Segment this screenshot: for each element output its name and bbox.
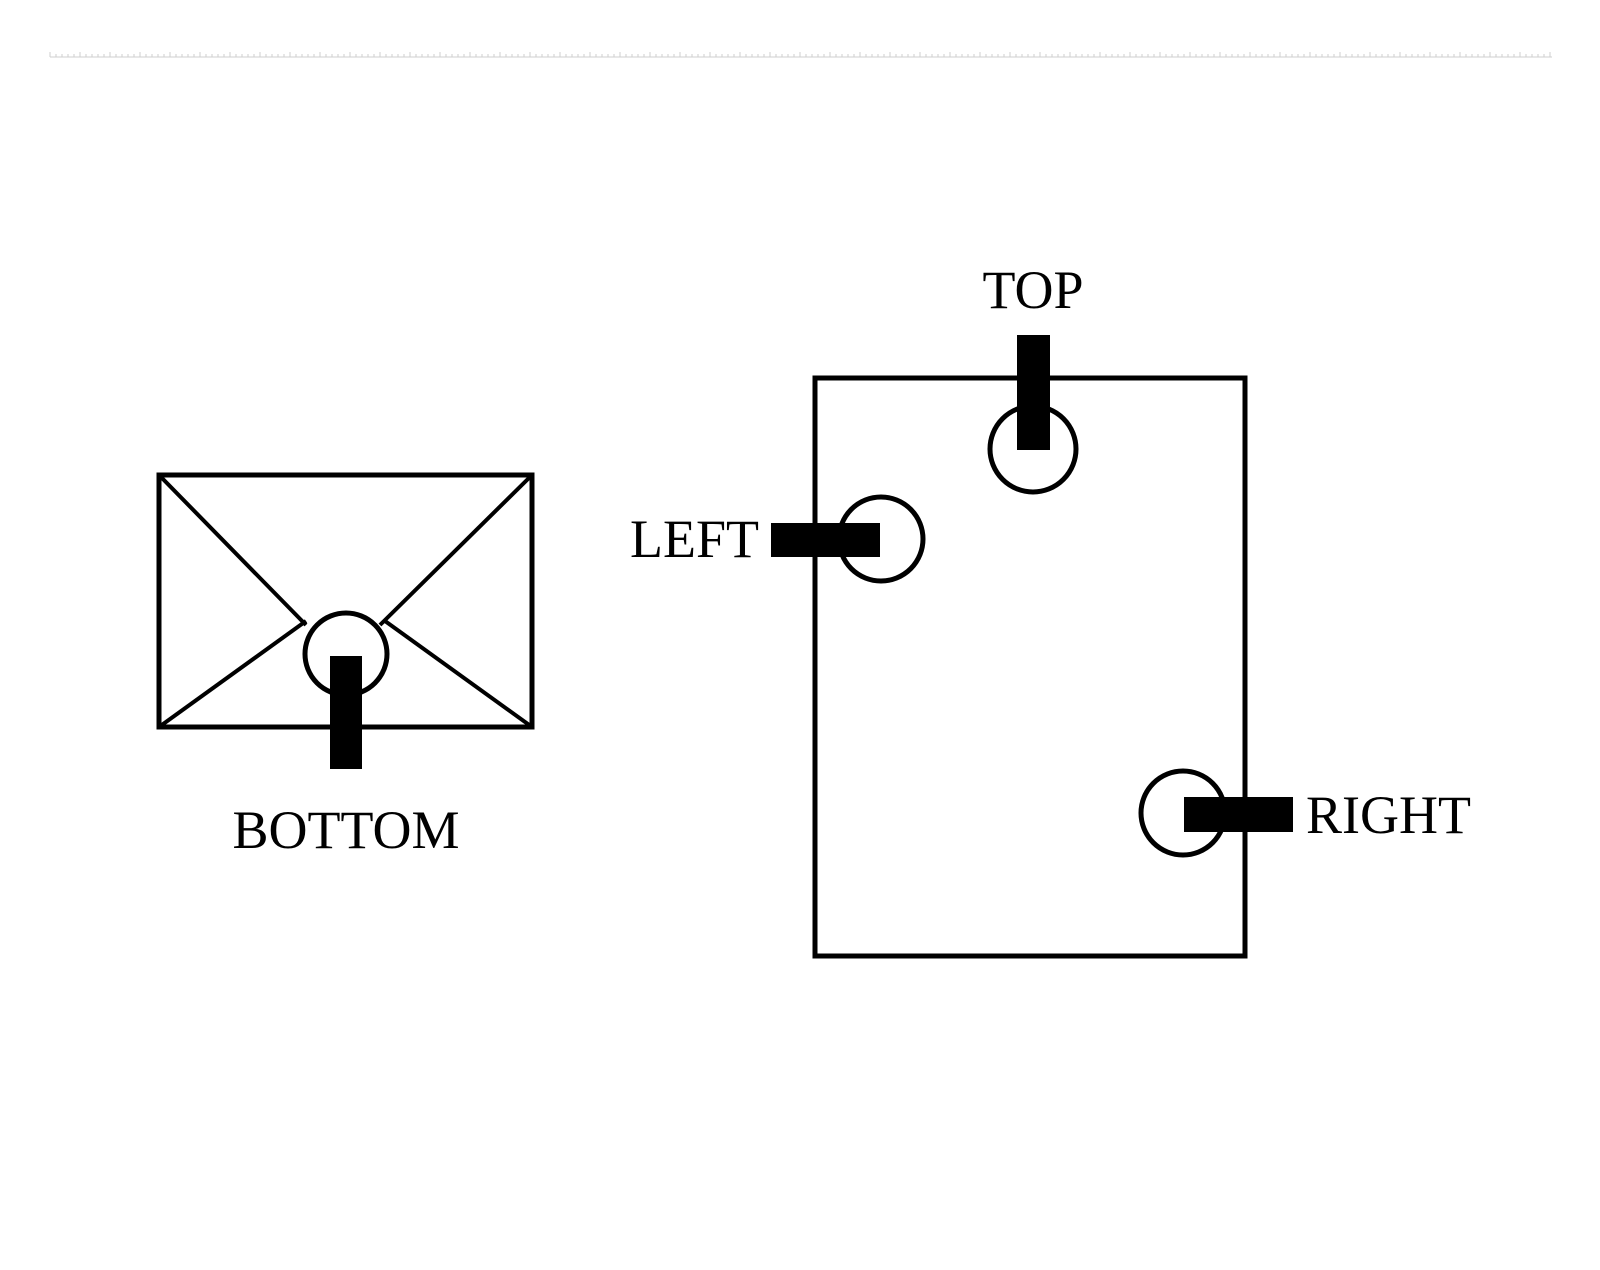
bottom-clip-bar bbox=[330, 656, 362, 769]
bottom-label: BOTTOM bbox=[232, 800, 459, 860]
envelope-fold-left-lower bbox=[157, 619, 308, 729]
ruler-ticks bbox=[49, 52, 1551, 57]
envelope-figure: BOTTOM bbox=[156, 472, 535, 860]
top-ruler bbox=[49, 52, 1552, 58]
envelope-fold-left-upper bbox=[157, 473, 308, 627]
right-label: RIGHT bbox=[1306, 785, 1471, 845]
left-clip-bar bbox=[771, 523, 880, 557]
envelope-fold-right-upper bbox=[378, 473, 534, 627]
right-clip-bar bbox=[1184, 797, 1293, 832]
left-label: LEFT bbox=[630, 509, 759, 569]
envelope-fold-right-lower bbox=[383, 619, 534, 729]
top-label: TOP bbox=[982, 260, 1083, 320]
page-outline bbox=[812, 375, 1248, 959]
page-figure: TOP LEFT RIGHT bbox=[630, 260, 1471, 959]
top-clip-bar bbox=[1017, 335, 1050, 450]
